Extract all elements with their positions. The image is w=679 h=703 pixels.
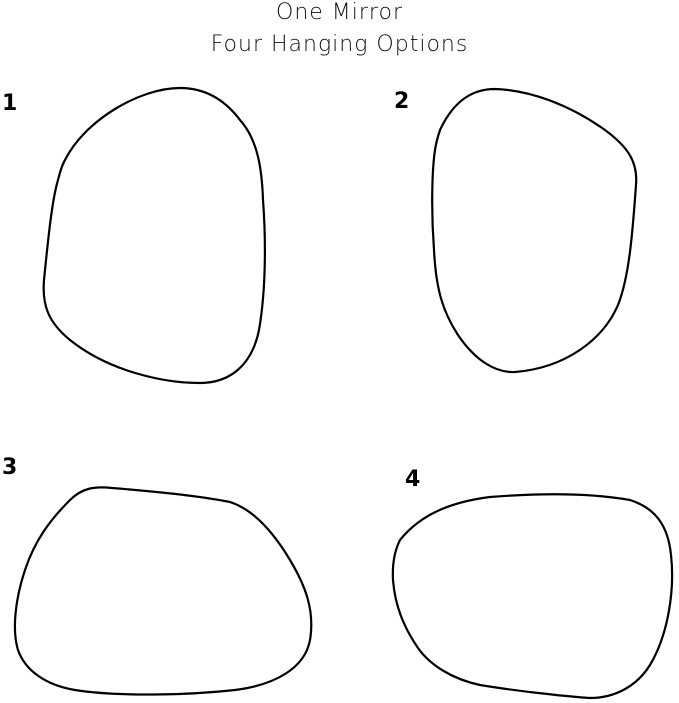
option-number-2: 2 bbox=[394, 89, 409, 114]
option-number-1: 1 bbox=[2, 91, 17, 116]
mirror-outline-4 bbox=[391, 493, 674, 700]
mirror-outline-1 bbox=[42, 86, 266, 385]
title-line-2: Four Hanging Options bbox=[210, 32, 469, 57]
option-4: 4 bbox=[391, 467, 674, 700]
option-1: 1 bbox=[2, 86, 266, 385]
mirror-outline-3 bbox=[13, 486, 313, 696]
mirror-outline-2 bbox=[431, 87, 638, 374]
option-number-3: 3 bbox=[2, 455, 17, 480]
title-line-1: One Mirror bbox=[276, 0, 403, 25]
option-3: 3 bbox=[2, 455, 313, 696]
option-number-4: 4 bbox=[405, 467, 420, 492]
option-2: 2 bbox=[394, 87, 638, 374]
